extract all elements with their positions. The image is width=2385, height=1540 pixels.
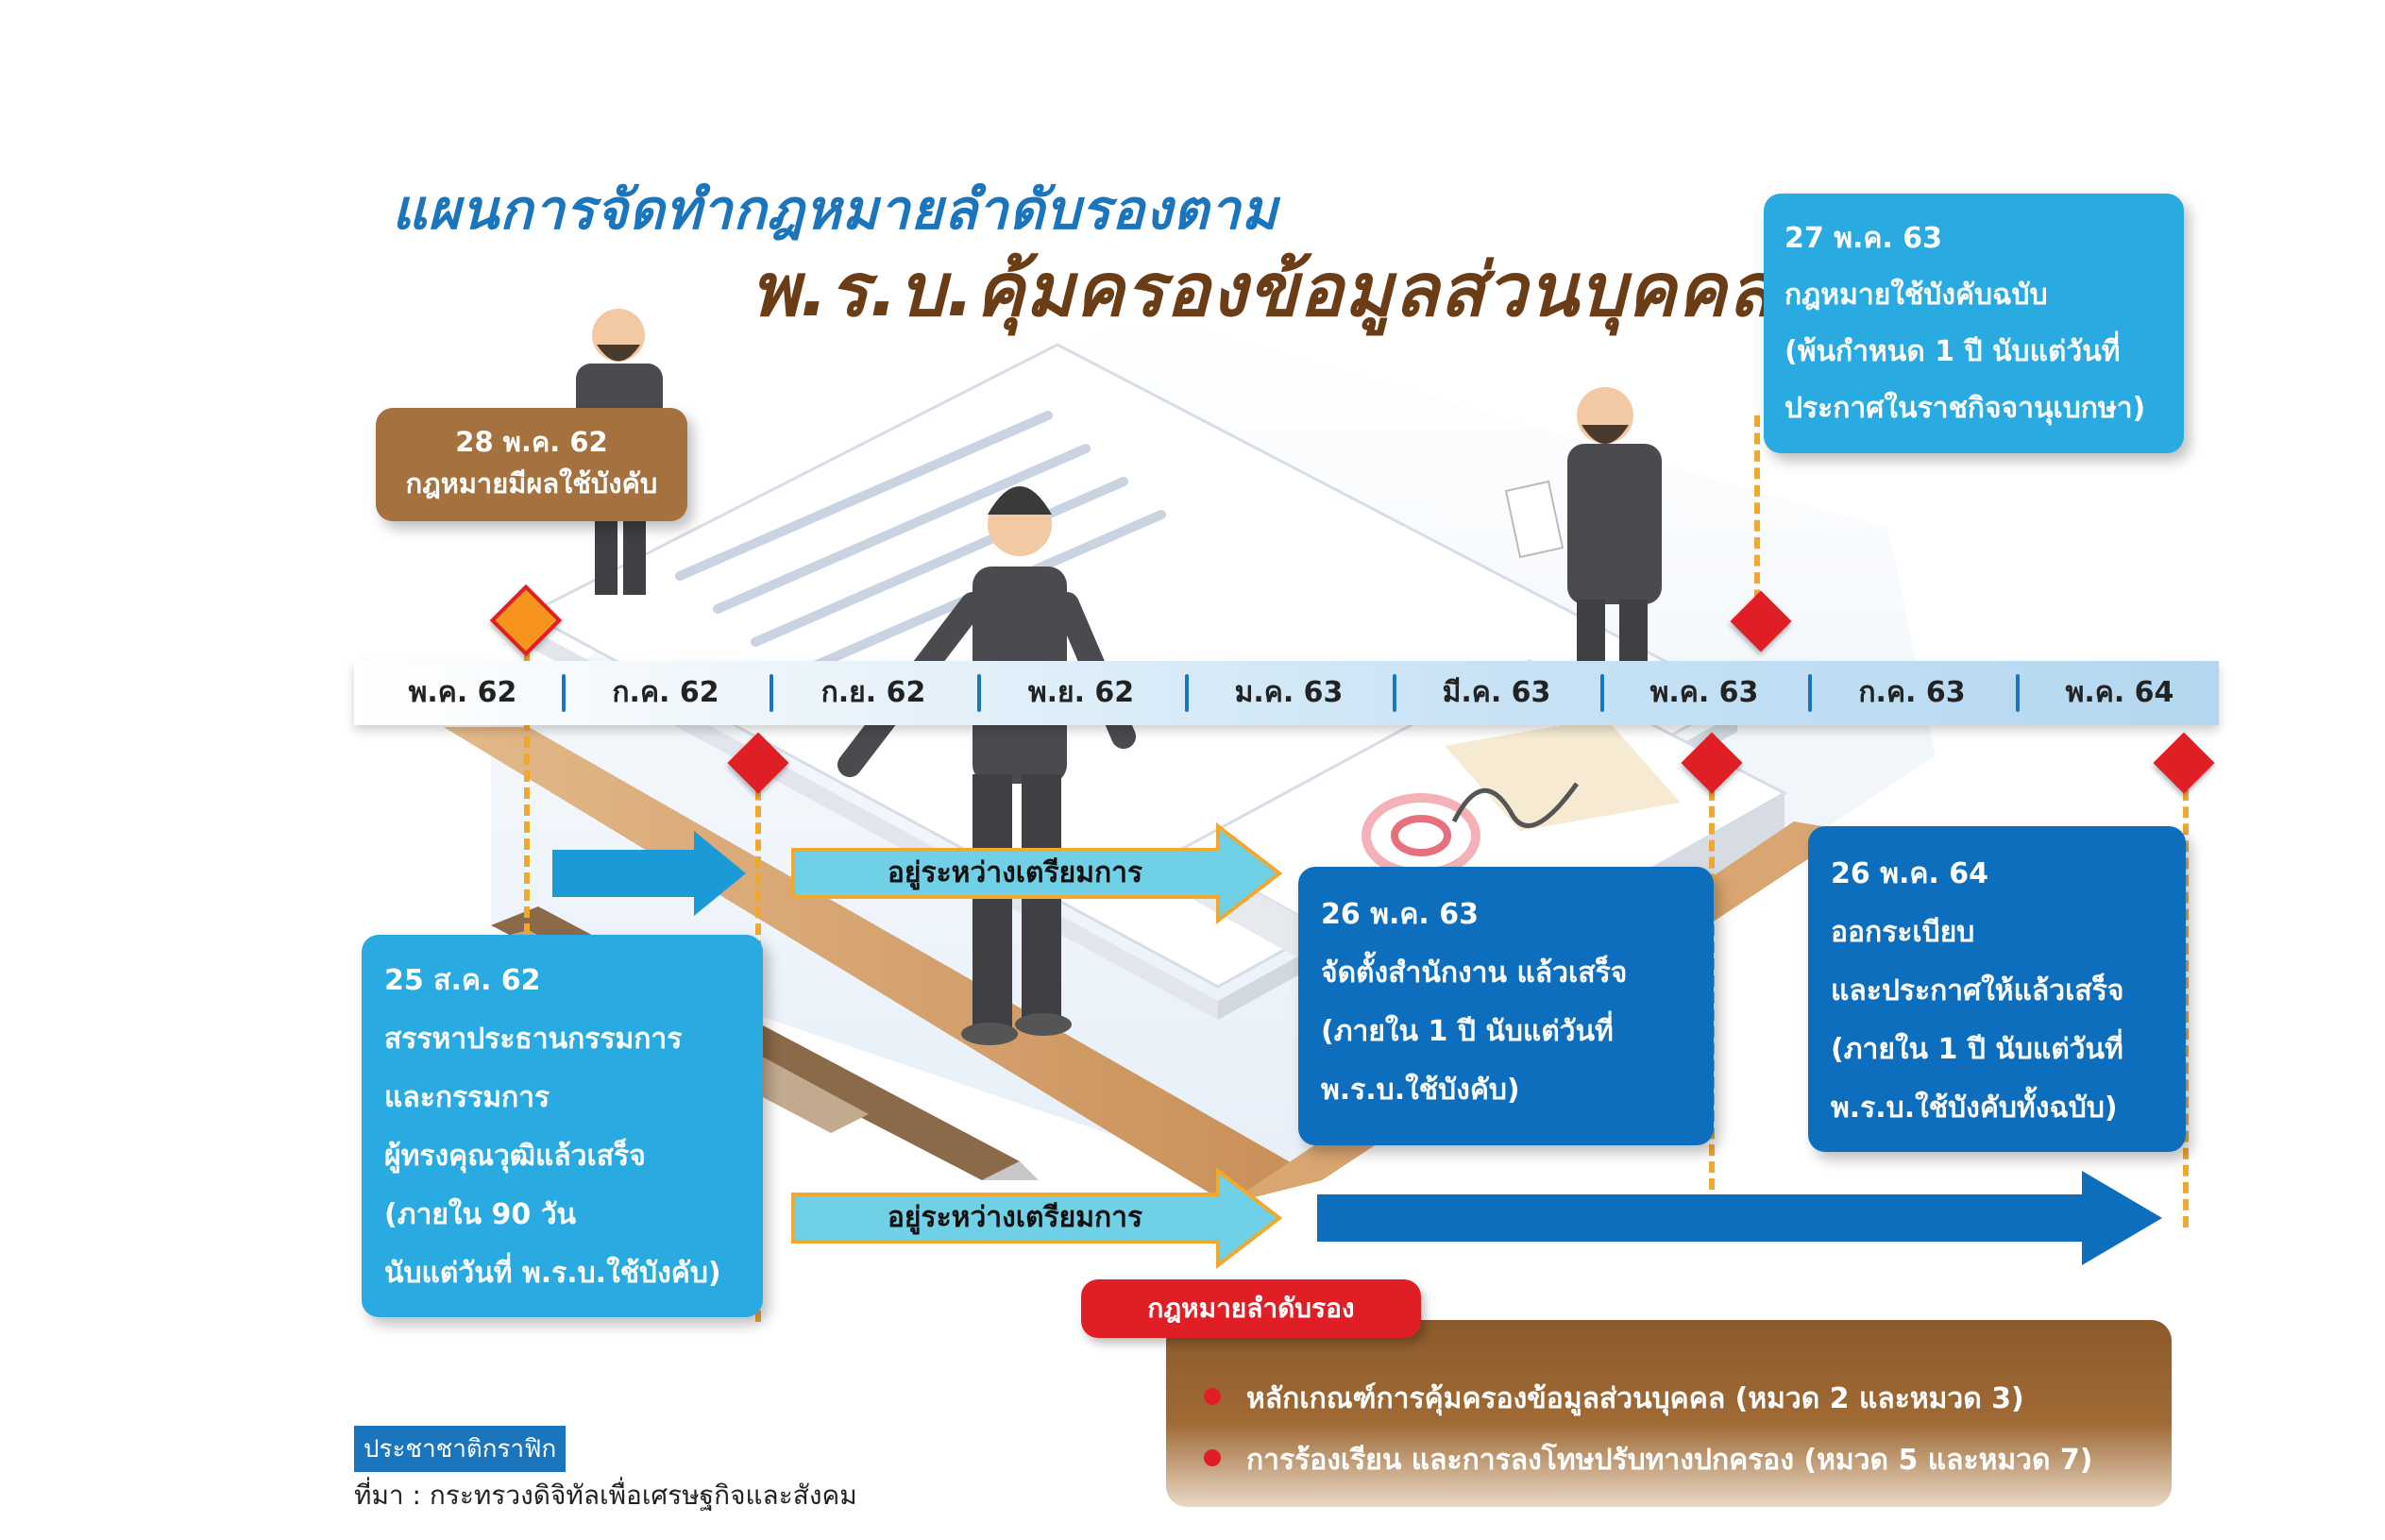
event-text: ผู้ทรงคุณวุฒิแล้วเสร็จ: [384, 1127, 740, 1186]
event-date: 26 พ.ค. 63: [1321, 886, 1691, 944]
event-text: (พ้นกำหนด 1 ปี นับแต่วันที่: [1785, 324, 2163, 381]
event-date: 25 ส.ค. 62: [384, 952, 740, 1010]
legend-box: หลักเกณฑ์การคุ้มครองข้อมูลส่วนบุคคล (หมว…: [1166, 1320, 2172, 1507]
event-date: 26 พ.ค. 64: [1831, 845, 2163, 904]
event-text: และประกาศให้แล้วเสร็จ: [1831, 962, 2163, 1021]
event-text: กฎหมายมีผลใช้บังคับ: [391, 463, 672, 504]
event-text: สรรหาประธานกรรมการ: [384, 1010, 740, 1069]
legend-heading: กฎหมายลำดับรอง: [1081, 1279, 1421, 1338]
legend-item: หลักเกณฑ์การคุ้มครองข้อมูลส่วนบุคคล (หมว…: [1246, 1377, 2024, 1421]
event-text: ประกาศในราชกิจจานุเบกษา): [1785, 381, 2163, 437]
event-text: พ.ร.บ.ใช้บังคับทั้งฉบับ): [1831, 1079, 2163, 1138]
event-text: (ภายใน 90 วัน: [384, 1186, 740, 1244]
event-box-regulations: 26 พ.ค. 64 ออกระเบียบ และประกาศให้แล้วเส…: [1808, 826, 2186, 1152]
event-text: (ภายใน 1 ปี นับแต่วันที่: [1321, 1003, 1691, 1061]
arrow-blue-short: [552, 831, 746, 916]
event-text: และกรรมการ: [384, 1069, 740, 1127]
event-box-full-enforce: 27 พ.ค. 63 กฎหมายใช้บังคับฉบับ (พ้นกำหนด…: [1764, 194, 2184, 453]
arrow-preparing-1-label: อยู่ระหว่างเตรียมการ: [812, 850, 1218, 897]
event-text: พ.ร.บ.ใช้บังคับ): [1321, 1061, 1691, 1120]
source-note: ที่มา : กระทรวงดิจิทัลเพื่อเศรษฐกิจและสั…: [354, 1475, 857, 1516]
event-text: กฎหมายใช้บังคับฉบับ: [1785, 267, 2163, 324]
event-date: 28 พ.ค. 62: [391, 421, 672, 463]
event-box-office: 26 พ.ค. 63 จัดตั้งสำนักงาน แล้วเสร็จ (ภา…: [1298, 867, 1714, 1145]
legend-bullet-icon: [1204, 1449, 1221, 1466]
legend-item: การร้องเรียน และการลงโทษปรับทางปกครอง (ห…: [1246, 1438, 2093, 1482]
event-date: 27 พ.ค. 63: [1785, 211, 2163, 267]
event-text: จัดตั้งสำนักงาน แล้วเสร็จ: [1321, 944, 1691, 1003]
arrow-preparing-2-label: อยู่ระหว่างเตรียมการ: [812, 1194, 1218, 1242]
event-box-effective: 28 พ.ค. 62 กฎหมายมีผลใช้บังคับ: [376, 408, 687, 521]
event-text: (ภายใน 1 ปี นับแต่วันที่: [1831, 1021, 2163, 1079]
arrow-dark-long: [1317, 1171, 2162, 1265]
event-text: ออกระเบียบ: [1831, 904, 2163, 962]
legend-bullet-icon: [1204, 1388, 1221, 1405]
credit-tag: ประชาชาติกราฟิก: [354, 1426, 566, 1472]
event-box-committee: 25 ส.ค. 62 สรรหาประธานกรรมการ และกรรมการ…: [362, 935, 763, 1317]
event-text: นับแต่วันที่ พ.ร.บ.ใช้บังคับ): [384, 1244, 740, 1303]
